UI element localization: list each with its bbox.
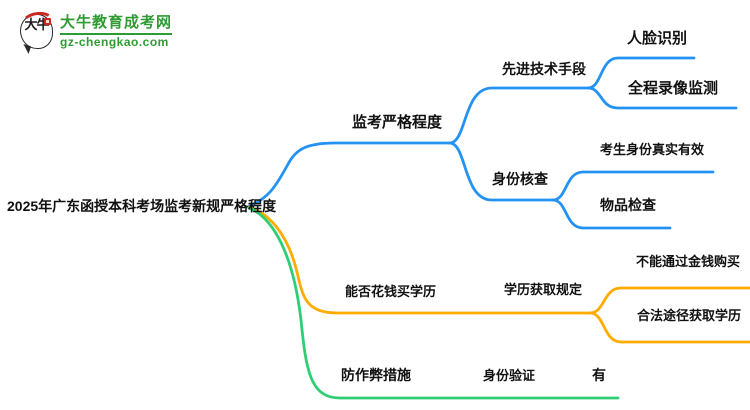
logo-domain: gz-chengkao.com: [60, 35, 169, 49]
logo-text-block: 大牛教育成考网 gz-chengkao.com: [60, 14, 173, 49]
branch-line-no-money-purchase: [588, 286, 750, 315]
logo-divider: [60, 33, 173, 35]
branch-line-face-recognition: [586, 56, 696, 90]
logo: 大牛 大牛教育成考网 gz-chengkao.com: [20, 10, 173, 49]
branch-line-advanced-tech: [448, 86, 590, 145]
orange-branch-lines: [247, 205, 750, 344]
branch-line-identity-check: [448, 141, 555, 202]
node-identity-check: 身份核查: [492, 171, 548, 187]
logo-icon-text: 大牛: [24, 17, 49, 32]
node-identity-valid: 考生身份真实有效: [600, 142, 705, 157]
node-advanced-tech: 先进技术手段: [502, 61, 586, 77]
node-legal-channels: 合法途径获取学历: [637, 308, 742, 323]
node-buy-degree-question: 能否花钱买学历: [345, 284, 437, 299]
root-node-label: 2025年广东函授本科考场监考新规严格程度: [7, 198, 277, 214]
logo-icon: 大牛: [20, 10, 55, 49]
branch-line-full-video: [586, 86, 738, 110]
node-identity-verification: 身份验证: [483, 368, 536, 383]
node-yes: 有: [592, 367, 606, 383]
branch-line-buy-degree: [247, 205, 592, 315]
branch-line-item-inspection: [551, 198, 672, 230]
node-no-money-purchase: 不能通过金钱购买: [636, 254, 741, 269]
logo-seal-icon: [44, 18, 51, 25]
node-degree-acquisition-rules: 学历获取规定: [504, 282, 583, 297]
logo-title: 大牛教育成考网: [60, 14, 173, 31]
branch-line-legal-channels: [588, 311, 750, 344]
node-full-video-monitoring: 全程录像监测: [628, 80, 719, 97]
branch-line-anti-cheating: [247, 206, 620, 400]
blue-branch-lines: [247, 56, 738, 230]
node-item-inspection: 物品检查: [600, 197, 656, 213]
branch-line-strictness: [247, 141, 452, 208]
green-branch-lines: [247, 206, 620, 400]
branch-line-identity-valid: [551, 170, 715, 202]
node-face-recognition: 人脸识别: [627, 30, 688, 47]
node-anti-cheating-measures: 防作弊措施: [341, 367, 411, 383]
node-invigilation-strictness: 监考严格程度: [352, 114, 443, 131]
